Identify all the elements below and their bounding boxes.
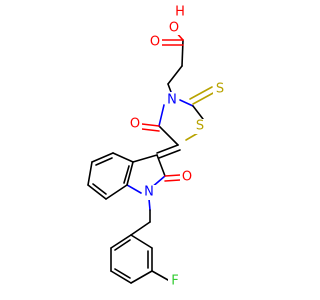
- bond-ar-c3-c4: [130, 270, 153, 284]
- bond-ar-inner-3: [114, 239, 131, 251]
- bond-inner-c3ac7a: [123, 165, 130, 184]
- bond-ch2-aryl: [130, 221, 151, 236]
- bond-c4-o-2: [141, 128, 160, 132]
- bond-c2-s-exo-1: [192, 91, 216, 105]
- bond-inner-c6c7: [92, 183, 107, 195]
- bond-c3a-c4: [112, 152, 134, 163]
- bond-c7-c7a: [105, 184, 128, 200]
- bond-c5-c4: [158, 125, 179, 146]
- bond-s1-c5a: [185, 132, 199, 141]
- bond-ar-c4-c5: [110, 270, 132, 284]
- bond-ar-inner-2: [114, 268, 131, 279]
- bond-ar-c1-c2: [130, 234, 153, 249]
- bond-c5-c6: [87, 161, 93, 186]
- atom-fluorine: F: [171, 274, 178, 289]
- atom-ring-s: S: [196, 119, 204, 134]
- bond-n1-ch2: [148, 198, 151, 211]
- bond-ch2-ch2: [167, 65, 183, 85]
- atom-carbonyl-o-acid: O: [150, 35, 160, 50]
- bond-n-c2: [179, 99, 194, 107]
- bond-c6-c7: [87, 184, 107, 200]
- bond-exocyclic-cc-1: [156, 144, 179, 154]
- bond-cooh-c-ch2: [181, 39, 184, 67]
- atom-hydroxyl-h: H: [175, 5, 185, 20]
- molecule-structure-diagram: H O O N S S O O N F: [87, 4, 225, 289]
- bond-c3a-c7a: [126, 161, 134, 186]
- atom-ring-carbonyl-o: O: [130, 117, 140, 132]
- atom-oxindole-o: O: [182, 170, 192, 185]
- bond-ar-c6-c1: [110, 234, 132, 249]
- bond-c3-c3a: [132, 154, 158, 163]
- atom-thione-s: S: [216, 82, 224, 97]
- bond-exocyclic-cc-2: [158, 149, 181, 159]
- bond-n1-c7a: [126, 184, 142, 194]
- bond-inner-c4c5: [95, 157, 113, 166]
- bond-c4-o-1: [141, 123, 160, 127]
- bond-c3-c2: [156, 154, 166, 177]
- atom-hydroxyl-o: O: [169, 21, 179, 36]
- bond-ar-c-f: [151, 270, 169, 281]
- bond-c2-o-1: [164, 174, 181, 177]
- atom-indole-n: N: [144, 185, 154, 200]
- bond-c2-o-2: [164, 179, 181, 182]
- bond-c2-s-exo-2: [189, 86, 213, 100]
- bond-ch2-n: [167, 83, 172, 93]
- bond-n-c4: [158, 104, 165, 127]
- bond-c4-c5: [91, 152, 114, 163]
- bond-c2-s: [192, 105, 204, 120]
- atom-ring-n: N: [167, 93, 177, 108]
